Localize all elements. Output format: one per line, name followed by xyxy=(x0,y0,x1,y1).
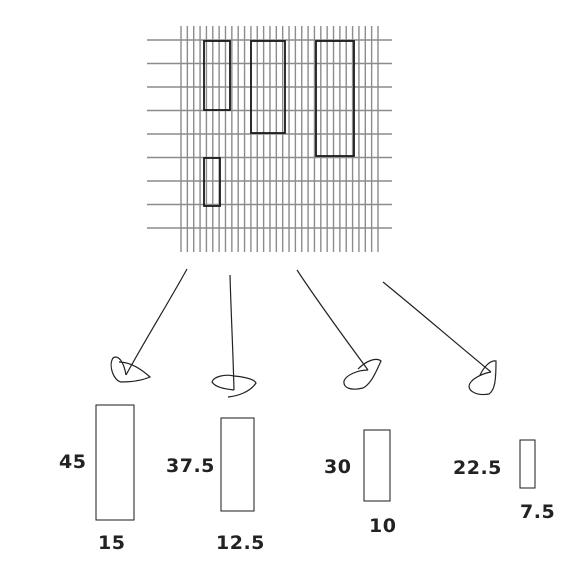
scaled-rectangles xyxy=(95,404,536,521)
arrow-4 xyxy=(382,281,497,396)
rect-3-width-label: 10 xyxy=(369,515,396,537)
rect-1 xyxy=(95,404,135,521)
arrow-1 xyxy=(110,268,188,383)
arrow-4-line xyxy=(382,281,492,373)
grid-rect-medium xyxy=(250,40,286,134)
grid-highlight-rects xyxy=(203,40,355,207)
arrow-3-line xyxy=(296,269,369,371)
arrow-1-line xyxy=(125,268,188,376)
rect-2-width-label: 12.5 xyxy=(216,532,265,554)
rect-1-height-label: 45 xyxy=(59,451,86,473)
arrow-2-line xyxy=(229,274,235,391)
rect-1-width-label: 15 xyxy=(98,532,125,554)
arrow-3-head-loop xyxy=(343,358,382,390)
arrow-2 xyxy=(211,274,257,398)
grid-rect-small xyxy=(203,157,221,207)
rect-4-width-label: 7.5 xyxy=(520,501,555,523)
grid xyxy=(147,26,392,252)
grid-rect-tall-left xyxy=(203,40,231,111)
rect-4 xyxy=(519,439,536,489)
arrow-1-head-loop xyxy=(110,356,152,383)
rect-3 xyxy=(363,429,391,502)
arrow-3 xyxy=(296,269,382,390)
rect-3-height-label: 30 xyxy=(324,456,351,478)
arrow-2-head-loop xyxy=(211,374,257,398)
grid-rect-wide xyxy=(315,40,355,157)
rect-4-height-label: 22.5 xyxy=(453,457,502,479)
rect-2 xyxy=(220,417,255,512)
rect-2-height-label: 37.5 xyxy=(166,455,215,477)
dimension-labels: 45 15 37.5 12.5 30 10 22.5 7.5 xyxy=(59,451,555,554)
arrow-4-head-loop xyxy=(468,360,497,396)
arrows xyxy=(110,268,497,398)
